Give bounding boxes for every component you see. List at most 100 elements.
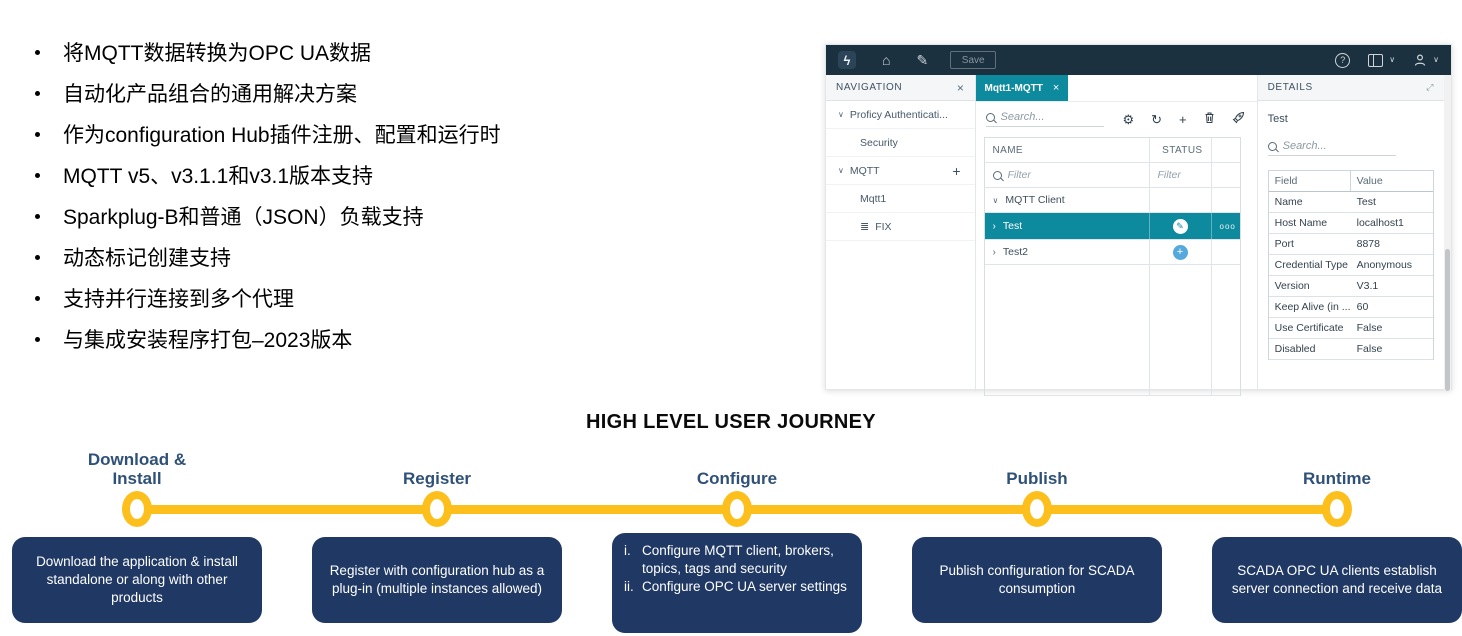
chevron-down-icon[interactable]: ∨ <box>838 166 844 175</box>
edit-status-icon[interactable]: ✎ <box>1172 218 1188 234</box>
bullet-dot <box>35 173 40 178</box>
row-name: Test2 <box>1002 246 1028 258</box>
bullet-text: 支持并行连接到多个代理 <box>63 288 294 311</box>
sidebar-item-label: FIX <box>875 220 892 233</box>
rocket-icon[interactable] <box>1232 111 1245 127</box>
navigation-title: NAVIGATION <box>836 82 903 93</box>
add-status-icon[interactable]: + <box>1172 244 1188 260</box>
details-row[interactable]: Keep Alive (in ...60 <box>1268 297 1434 318</box>
sidebar-item-mqtt[interactable]: ∨ MQTT + <box>826 157 975 185</box>
journey-box-publish: Publish configuration for SCADA consumpt… <box>912 537 1162 623</box>
sidebar-item-mqtt1[interactable]: Mqtt1 <box>826 185 975 213</box>
scrollbar-thumb[interactable] <box>1445 248 1450 391</box>
bullet-item: MQTT v5、v3.1.1和v3.1版本支持 <box>33 163 773 190</box>
filter-row: Filter Filter <box>984 163 1240 188</box>
close-icon[interactable]: × <box>956 80 965 95</box>
bullet-dot <box>35 214 40 219</box>
sidebar-item-label: Mqtt1 <box>860 192 887 205</box>
app-body: NAVIGATION × ∨ Proficy Authenticati... S… <box>826 75 1451 396</box>
status-filter-input[interactable]: Filter <box>1150 163 1212 187</box>
bullet-text: 作为configuration Hub插件注册、配置和运行时 <box>63 124 501 147</box>
search-icon <box>985 112 995 122</box>
pen-icon[interactable]: ✎ <box>916 52 929 68</box>
sidebar-item-security[interactable]: Security <box>826 129 975 157</box>
feature-bullet-list: 将MQTT数据转换为OPC UA数据 自动化产品组合的通用解决方案 作为conf… <box>33 40 773 368</box>
chevron-down-icon[interactable]: ∨ <box>1433 55 1439 64</box>
name-filter-input[interactable]: Filter <box>985 163 1150 187</box>
stage-label-download-install: Download & Install <box>87 449 187 489</box>
journey-box-runtime: SCADA OPC UA clients establish server co… <box>1212 537 1462 623</box>
column-header-status: STATUS <box>1150 138 1212 162</box>
column-header-name: NAME <box>985 138 1150 162</box>
chevron-down-icon[interactable]: ∨ <box>1389 55 1396 64</box>
bullet-text: Sparkplug-B和普通（JSON）负载支持 <box>63 206 424 229</box>
scrollbar[interactable] <box>1444 75 1451 391</box>
table-header-row: NAME STATUS <box>984 138 1240 163</box>
timeline-node <box>422 491 452 527</box>
save-button[interactable]: Save <box>950 51 997 69</box>
add-icon[interactable]: + <box>952 162 961 179</box>
sidebar-item-label: MQTT <box>849 164 880 177</box>
home-icon[interactable]: ⌂ <box>882 52 891 68</box>
stage-label-register: Register <box>402 469 472 489</box>
bullet-text: 将MQTT数据转换为OPC UA数据 <box>63 42 371 65</box>
stage-label-configure: Configure <box>696 469 778 489</box>
table-empty-area <box>984 265 1240 396</box>
timeline-node <box>122 491 152 527</box>
chevron-right-icon[interactable]: › <box>992 220 996 232</box>
bullet-dot <box>35 255 40 260</box>
row-name: Test <box>1002 220 1023 232</box>
add-icon[interactable]: + <box>1179 111 1187 127</box>
bullet-item: 与集成安装程序打包–2023版本 <box>33 327 773 354</box>
config-hub-screenshot: ϟ ⌂ ✎ Save ? ∨ ∨ NAVIGATION × <box>825 44 1452 396</box>
tab-mqtt1-mqtt[interactable]: Mqtt1-MQTT × <box>975 75 1069 101</box>
bullet-dot <box>35 337 40 342</box>
journey-box-download: Download the application & install stand… <box>12 537 262 623</box>
search-icon <box>1267 141 1277 151</box>
timeline-node <box>1022 491 1052 527</box>
gear-icon[interactable]: ⚙ <box>1122 111 1135 127</box>
stage-label-runtime: Runtime <box>1303 469 1371 489</box>
details-panel: DETAILS ⤢ Test Search... Field Value N <box>1257 75 1445 391</box>
server-stack-icon: ≣ <box>860 221 870 233</box>
bullet-text: 与集成安装程序打包–2023版本 <box>63 329 353 352</box>
bullet-text: 动态标记创建支持 <box>63 247 231 270</box>
sidebar-item-fix[interactable]: ≣ FIX <box>826 213 975 241</box>
help-icon[interactable]: ? <box>1335 52 1351 68</box>
configure-step: ii. Configure OPC UA server settings <box>624 578 847 594</box>
search-placeholder: Search... <box>1000 111 1045 123</box>
kebab-menu-icon[interactable]: ooo <box>1219 221 1236 231</box>
sidebar-item-proficy-auth[interactable]: ∨ Proficy Authenticati... <box>826 101 975 129</box>
bullet-dot <box>35 91 40 96</box>
trash-icon[interactable] <box>1204 111 1215 127</box>
search-icon <box>992 170 1002 180</box>
details-search-input[interactable]: Search... <box>1267 140 1396 156</box>
app-topbar: ϟ ⌂ ✎ Save ? ∨ ∨ <box>826 45 1451 75</box>
app-logo-icon: ϟ <box>838 51 856 69</box>
user-icon[interactable] <box>1413 53 1427 67</box>
table-row-test2[interactable]: › Test2 + <box>984 240 1240 265</box>
close-icon[interactable]: × <box>1052 82 1060 94</box>
chevron-right-icon[interactable]: › <box>992 246 996 258</box>
chevron-down-icon[interactable]: ∨ <box>838 110 844 119</box>
configure-step: i. Configure MQTT client, brokers, topic… <box>624 543 834 576</box>
refresh-icon[interactable]: ↻ <box>1151 111 1163 127</box>
workspace-panel: Mqtt1-MQTT × Search... ⚙ ↻ + <box>975 75 1258 396</box>
bullet-dot <box>35 50 40 55</box>
chevron-down-icon[interactable]: ∨ <box>992 195 999 205</box>
layout-icon[interactable] <box>1368 53 1384 67</box>
search-input[interactable]: Search... <box>985 111 1104 127</box>
workspace-toolbar: Search... ⚙ ↻ + <box>976 102 1257 131</box>
expand-icon[interactable]: ⤢ <box>1426 82 1435 92</box>
table-row-test[interactable]: › Test ✎ ooo <box>984 213 1240 240</box>
tree-group-row[interactable]: ∨ MQTT Client <box>984 188 1240 213</box>
